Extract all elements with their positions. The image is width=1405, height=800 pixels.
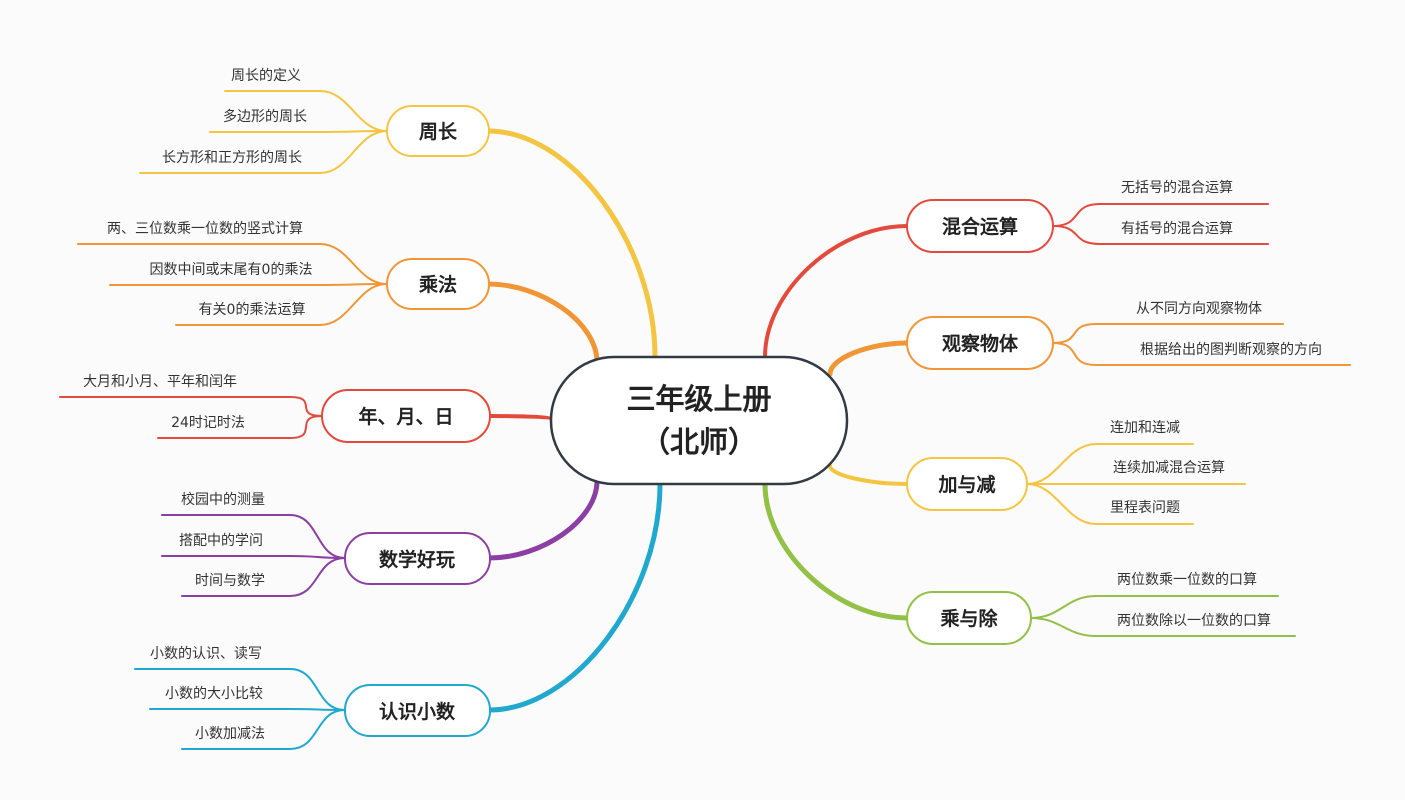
branch-label: 数学好玩 bbox=[379, 548, 455, 571]
leaf-vertical-multiplication[interactable]: 两、三位数乘一位数的竖式计算 bbox=[107, 221, 303, 237]
branch-label: 加与减 bbox=[937, 473, 995, 496]
leaf-connector bbox=[319, 90, 388, 132]
branch-fun-math[interactable]: 数学好玩 bbox=[344, 532, 491, 585]
leaf-no-parentheses[interactable]: 无括号的混合运算 bbox=[1121, 180, 1233, 196]
main-connector bbox=[827, 340, 910, 377]
leaf-connector bbox=[1030, 595, 1097, 619]
center-subtitle: （北师） bbox=[641, 425, 757, 459]
branch-label: 乘法 bbox=[418, 273, 457, 296]
main-connector bbox=[486, 481, 663, 713]
main-connector bbox=[485, 128, 658, 360]
leaf-label: 小数加减法 bbox=[195, 726, 265, 742]
leaf-connector bbox=[1026, 443, 1097, 485]
leaf-connector bbox=[1052, 225, 1101, 245]
leaf-connector bbox=[289, 514, 346, 559]
branch-decimals[interactable]: 认识小数 bbox=[344, 684, 491, 737]
leaf-decimal-compare[interactable]: 小数的大小比较 bbox=[165, 686, 263, 702]
leaf-connector bbox=[289, 709, 346, 750]
leaf-label: 两位数除以一位数的口算 bbox=[1117, 613, 1271, 629]
leaf-connector bbox=[289, 668, 346, 711]
branch-label: 观察物体 bbox=[942, 332, 1019, 355]
leaf-connector bbox=[1052, 342, 1097, 366]
leaf-rect-square-perimeter[interactable]: 长方形和正方形的周长 bbox=[162, 150, 302, 166]
leaf-mental-multiplication[interactable]: 两位数乘一位数的口算 bbox=[1117, 572, 1257, 588]
center-node[interactable]: 三年级上册 （北师） bbox=[549, 355, 849, 486]
leaf-polygon-perimeter[interactable]: 多边形的周长 bbox=[223, 108, 307, 125]
leaf-with-parentheses[interactable]: 有括号的混合运算 bbox=[1121, 221, 1233, 237]
leaf-connector bbox=[289, 415, 323, 439]
leaf-connector bbox=[319, 283, 388, 326]
leaf-label: 两位数乘一位数的口算 bbox=[1117, 572, 1257, 588]
leaf-label: 连加和连减 bbox=[1110, 420, 1180, 436]
leaf-combinations[interactable]: 搭配中的学问 bbox=[179, 533, 263, 549]
leaf-zero-in-factor[interactable]: 因数中间或末尾有0的乘法 bbox=[150, 262, 313, 278]
leaf-label: 里程表问题 bbox=[1110, 500, 1180, 516]
leaf-label: 根据给出的图判断观察的方向 bbox=[1140, 341, 1322, 358]
main-connector bbox=[485, 281, 600, 365]
leaf-label: 因数中间或末尾有0的乘法 bbox=[150, 262, 313, 278]
leaf-24-hour[interactable]: 24时记时法 bbox=[171, 415, 245, 431]
leaf-perimeter-definition[interactable]: 周长的定义 bbox=[231, 68, 301, 84]
main-connector bbox=[486, 478, 600, 561]
leaf-continuous-add-sub[interactable]: 连加和连减 bbox=[1110, 420, 1180, 436]
leaf-label: 连续加减混合运算 bbox=[1113, 459, 1225, 476]
leaf-decimal-reading[interactable]: 小数的认识、读写 bbox=[150, 645, 262, 662]
center-title: 三年级上册 bbox=[626, 382, 771, 416]
leaf-label: 长方形和正方形的周长 bbox=[162, 150, 302, 166]
branch-label: 周长 bbox=[419, 121, 458, 143]
main-connector bbox=[762, 481, 910, 621]
leaf-label: 24时记时法 bbox=[171, 415, 245, 431]
leaf-odometer-problem[interactable]: 里程表问题 bbox=[1110, 500, 1180, 516]
leaf-connector bbox=[289, 708, 346, 711]
leaf-label: 时间与数学 bbox=[195, 573, 265, 589]
leaf-label: 无括号的混合运算 bbox=[1121, 180, 1233, 196]
branch-mixed-operations[interactable]: 混合运算 bbox=[906, 199, 1054, 253]
main-connector bbox=[763, 224, 909, 359]
branch-label: 认识小数 bbox=[379, 700, 456, 723]
leaf-connector bbox=[1030, 617, 1097, 637]
branch-multiply-divide[interactable]: 乘与除 bbox=[906, 591, 1032, 645]
leaf-label: 周长的定义 bbox=[231, 68, 301, 84]
main-connector bbox=[487, 414, 553, 420]
leaf-mental-division[interactable]: 两位数除以一位数的口算 bbox=[1117, 613, 1271, 629]
leaf-big-small-month[interactable]: 大月和小月、平年和闰年 bbox=[83, 374, 237, 390]
branch-label: 混合运算 bbox=[942, 215, 1018, 238]
leaf-campus-measurement[interactable]: 校园中的测量 bbox=[181, 491, 265, 508]
leaf-different-directions[interactable]: 从不同方向观察物体 bbox=[1136, 300, 1262, 317]
leaf-label: 大月和小月、平年和闰年 bbox=[83, 374, 237, 390]
leaf-zero-multiplication[interactable]: 有关0的乘法运算 bbox=[199, 302, 306, 318]
leaf-connector bbox=[1052, 203, 1101, 227]
leaf-label: 校园中的测量 bbox=[181, 491, 265, 508]
branch-label: 乘与除 bbox=[939, 607, 998, 630]
leaf-connector bbox=[1052, 323, 1097, 344]
branch-observing-objects[interactable]: 观察物体 bbox=[906, 316, 1054, 370]
leaf-label: 两、三位数乘一位数的竖式计算 bbox=[107, 221, 303, 237]
leaf-label: 小数的大小比较 bbox=[165, 686, 263, 702]
branch-add-subtract[interactable]: 加与减 bbox=[906, 457, 1028, 511]
leaf-connector bbox=[1026, 483, 1097, 525]
branch-year-month-day[interactable]: 年、月、日 bbox=[321, 389, 491, 443]
leaf-time-and-math[interactable]: 时间与数学 bbox=[195, 573, 265, 589]
leaf-mixed-add-sub[interactable]: 连续加减混合运算 bbox=[1113, 459, 1225, 476]
leaf-connector bbox=[289, 557, 346, 597]
leaf-judge-direction[interactable]: 根据给出的图判断观察的方向 bbox=[1140, 341, 1322, 358]
leaf-connector bbox=[289, 396, 323, 417]
main-connector bbox=[828, 464, 909, 486]
leaf-connector bbox=[319, 243, 388, 285]
leaf-label: 小数的认识、读写 bbox=[150, 645, 262, 662]
leaf-label: 从不同方向观察物体 bbox=[1136, 300, 1262, 317]
leaf-connector bbox=[319, 130, 388, 174]
leaf-label: 有括号的混合运算 bbox=[1121, 221, 1233, 237]
leaf-label: 多边形的周长 bbox=[223, 108, 307, 125]
branch-multiplication[interactable]: 乘法 bbox=[386, 258, 490, 310]
branch-label: 年、月、日 bbox=[358, 405, 453, 428]
branch-perimeter[interactable]: 周长 bbox=[386, 105, 490, 157]
leaf-label: 有关0的乘法运算 bbox=[199, 302, 306, 318]
leaf-decimal-add-sub[interactable]: 小数加减法 bbox=[195, 726, 265, 742]
leaf-label: 搭配中的学问 bbox=[179, 533, 263, 549]
edges-layer bbox=[59, 90, 1351, 750]
